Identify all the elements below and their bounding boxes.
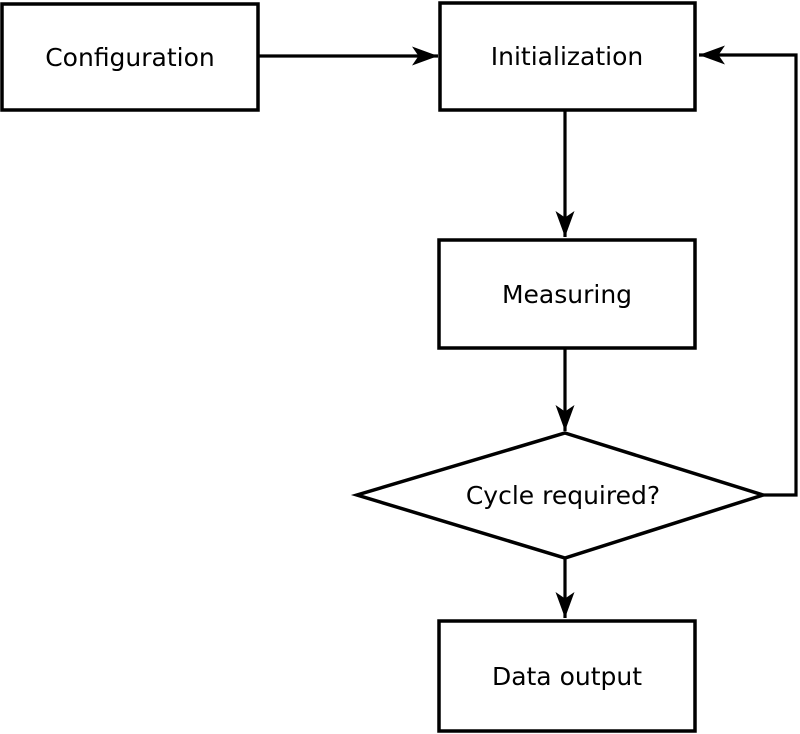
edge-cycle-required-to-initialization-feedback bbox=[699, 45, 798, 497]
configuration-label: Configuration bbox=[45, 43, 215, 72]
node-measuring: Measuring bbox=[437, 238, 697, 350]
node-configuration: Configuration bbox=[0, 2, 260, 112]
cycle-required-label: Cycle required? bbox=[466, 481, 660, 510]
configuration-box bbox=[0, 2, 260, 112]
node-initialization: Initialization bbox=[438, 1, 697, 112]
measuring-label: Measuring bbox=[502, 280, 632, 309]
initialization-label: Initialization bbox=[491, 42, 643, 71]
data-output-box bbox=[437, 619, 697, 733]
node-data-output: Data output bbox=[437, 619, 697, 733]
measuring-box bbox=[437, 238, 697, 350]
initialization-box bbox=[438, 1, 697, 112]
edges bbox=[258, 45, 798, 618]
data-output-label: Data output bbox=[492, 662, 642, 691]
node-cycle-required: Cycle required? bbox=[350, 431, 769, 560]
cycle-required-diamond bbox=[350, 431, 769, 560]
